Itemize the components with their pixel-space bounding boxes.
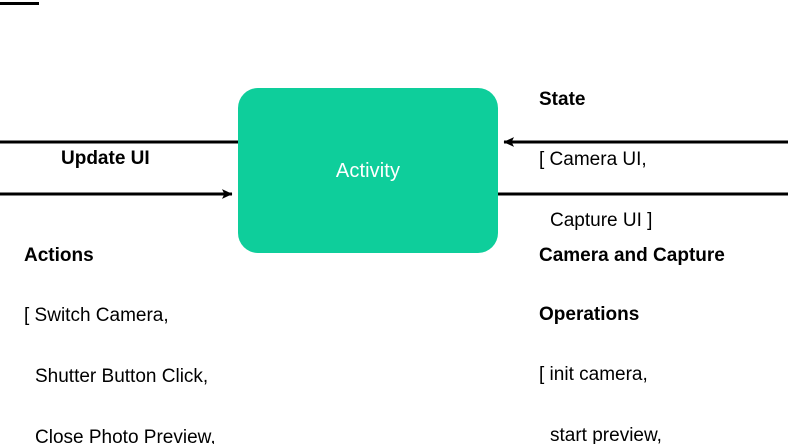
label-actions-heading: Actions xyxy=(24,245,94,266)
label-camera-operations-line-0: [ init camera, xyxy=(539,364,648,385)
label-camera-operations-heading-line-2: Operations xyxy=(539,304,640,325)
label-state-line-1: Capture UI ] xyxy=(550,210,653,231)
label-actions-line-1: Shutter Button Click, xyxy=(35,366,209,387)
label-camera-operations-heading-line-1: Camera and Capture xyxy=(539,245,725,266)
label-state-heading: State xyxy=(539,89,586,110)
label-state-line-0: [ Camera UI, xyxy=(539,149,647,170)
label-update-ui-heading: Update UI xyxy=(61,148,150,169)
node-activity[interactable]: Activity xyxy=(238,88,498,253)
node-activity-label: Activity xyxy=(335,159,401,182)
label-camera-operations-line-1: start preview, xyxy=(550,425,662,444)
label-state: State [ Camera UI, Capture UI ] xyxy=(539,52,652,269)
label-camera-operations: Camera and Capture Operations [ init cam… xyxy=(539,208,725,444)
label-actions-line-0: [ Switch Camera, xyxy=(24,305,169,326)
label-actions-line-2: Close Photo Preview, xyxy=(35,427,216,444)
label-actions: Actions [ Switch Camera, Shutter Button … xyxy=(24,208,255,444)
label-update-ui: Update UI xyxy=(61,111,150,206)
crop-mark xyxy=(0,2,39,5)
